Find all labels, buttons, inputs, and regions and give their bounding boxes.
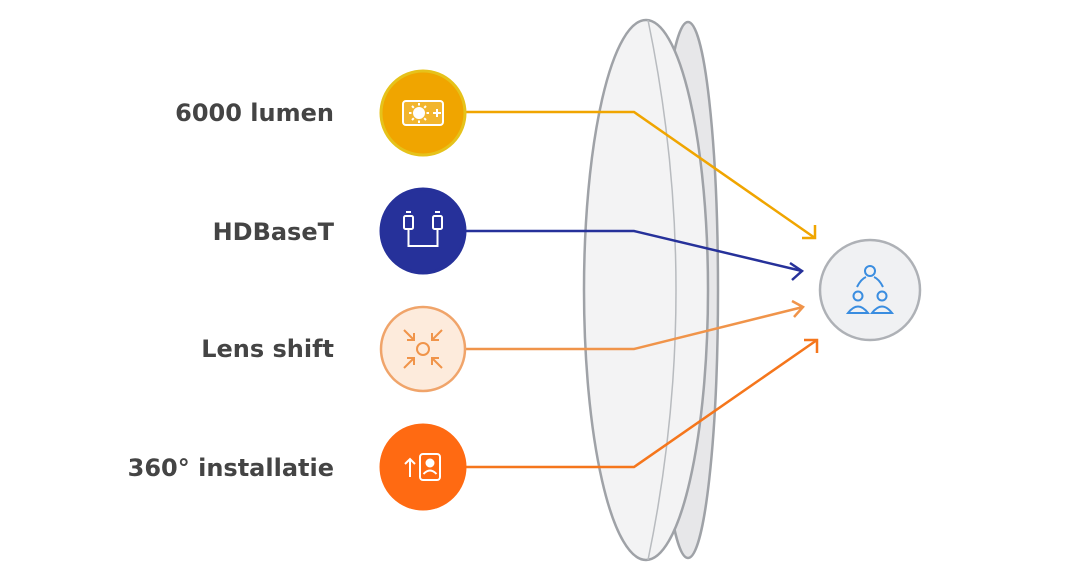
lens-edge-line <box>647 19 677 561</box>
connector-line-lens-shift <box>466 305 804 351</box>
connector-line-lumen <box>466 110 816 240</box>
feature-circle-hdbaset <box>379 187 467 275</box>
arrowhead-360 <box>804 338 819 353</box>
feature-label-lens-shift: Lens shift <box>201 335 334 363</box>
feature-node-lumen <box>379 69 467 157</box>
brightness-icon <box>402 100 444 126</box>
target-circle <box>818 238 922 342</box>
lens-shape <box>582 18 720 562</box>
feature-label-360: 360° installatie <box>127 454 334 482</box>
rotation-installation-icon <box>404 453 441 481</box>
feature-circle-360 <box>379 423 467 511</box>
feature-circle-lens-shift <box>379 305 467 393</box>
arrowhead-lens-shift <box>791 299 805 318</box>
feature-node-hdbaset <box>379 187 467 275</box>
connector-line-360 <box>466 338 818 469</box>
feature-label-lumen: 6000 lumen <box>175 99 334 127</box>
audience-group-icon <box>845 265 895 314</box>
target-node <box>818 238 922 342</box>
arrowhead-group <box>789 225 819 353</box>
feature-node-360 <box>379 423 467 511</box>
lens-shift-icon <box>403 329 443 369</box>
feature-label-hdbaset: HDBaseT <box>212 218 334 246</box>
hdbaset-connector-icon <box>403 211 443 247</box>
arrowhead-lumen <box>802 225 817 240</box>
connector-line-hdbaset <box>466 229 803 273</box>
connector-line <box>466 110 818 469</box>
lens-front-face <box>582 18 710 562</box>
arrowhead-hdbaset <box>789 261 805 281</box>
feature-node-lens-shift <box>379 305 467 393</box>
